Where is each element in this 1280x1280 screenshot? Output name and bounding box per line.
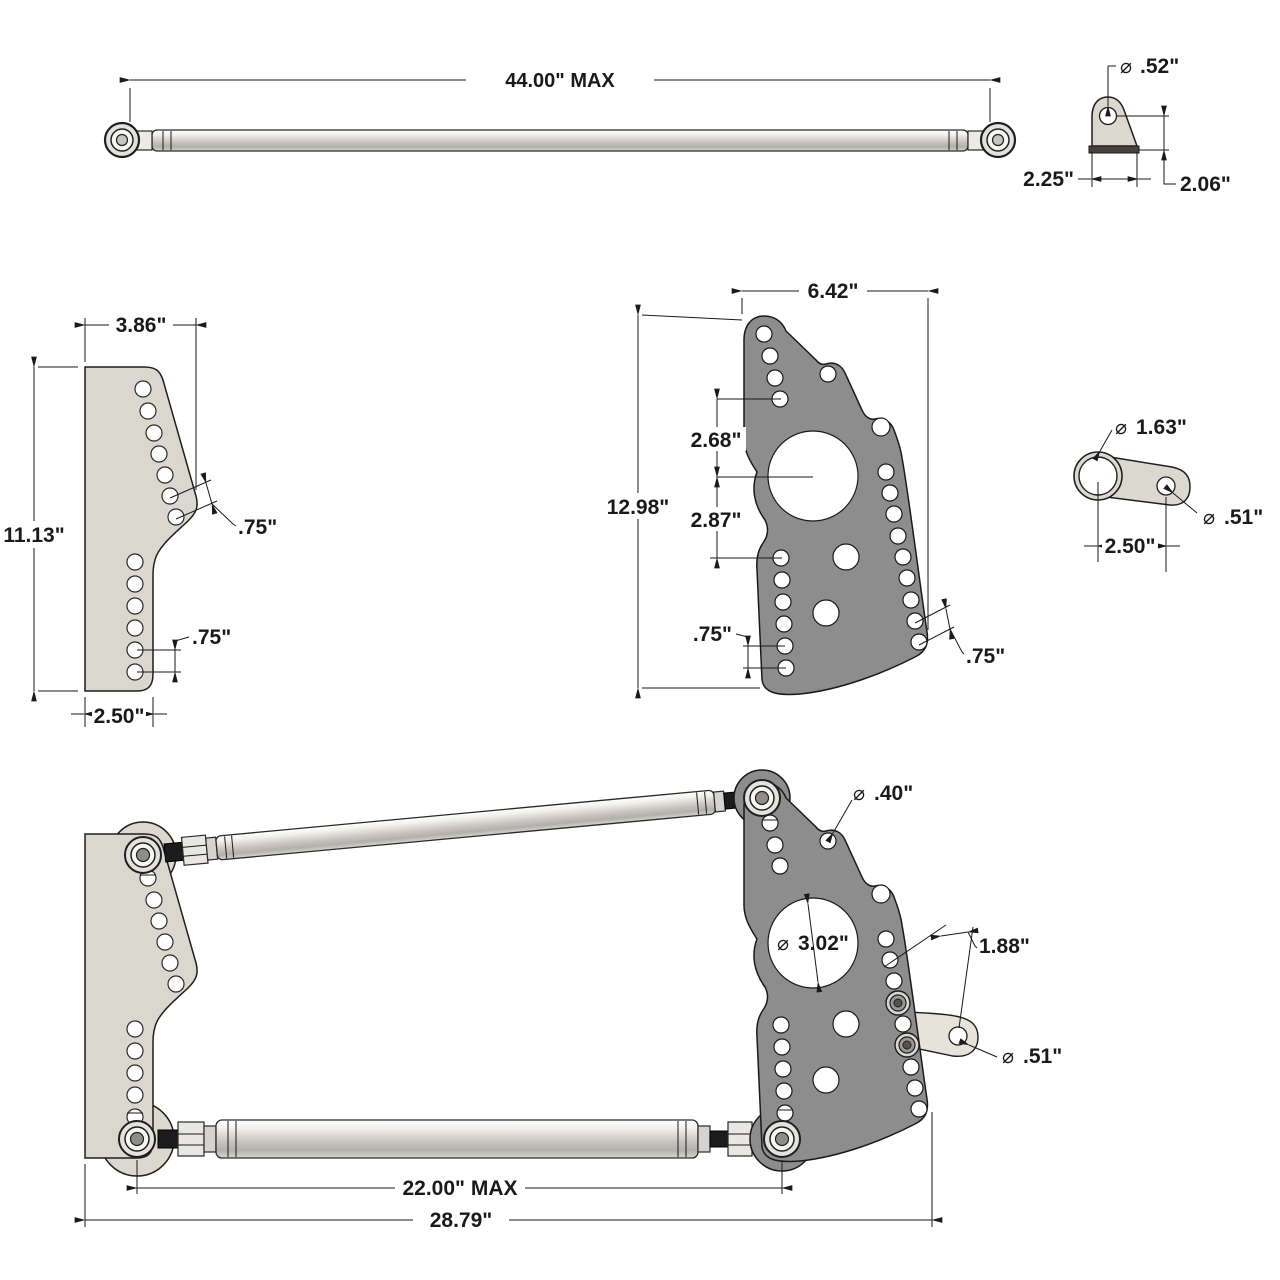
dim-upper-hole-dia: .40" bbox=[874, 782, 913, 805]
dim-vert-hole-spacing: .75" bbox=[192, 626, 231, 649]
dim-tab-width: 2.25" bbox=[1023, 168, 1074, 191]
dia-symbol: ⌀ bbox=[777, 933, 789, 955]
rod-end-bearing bbox=[743, 779, 781, 817]
dim-shock-plate-base: 2.50" bbox=[94, 705, 145, 728]
bracket-bolt-upper bbox=[885, 990, 911, 1016]
housing-plate bbox=[743, 315, 929, 696]
rod-end-bearing bbox=[124, 836, 162, 874]
upper-link-bar bbox=[163, 789, 758, 866]
bracket-tab-hole bbox=[948, 1026, 968, 1046]
dim-bracket-offset: 1.88" bbox=[979, 935, 1030, 958]
dim-clamp-center-distance: 2.50" bbox=[1105, 535, 1156, 558]
dia-symbol: ⌀ bbox=[853, 783, 865, 805]
dim-rod-length: 44.00" MAX bbox=[505, 70, 615, 92]
mount-tab-base bbox=[1088, 145, 1140, 154]
dim-shock-plate-height: 11.13" bbox=[3, 524, 64, 547]
dia-symbol: ⌀ bbox=[1002, 1046, 1014, 1068]
clamp-hole bbox=[1156, 476, 1176, 496]
dim-clamp-hole-dia: .51" bbox=[1224, 506, 1263, 529]
view-shock-plate: 3.86" 11.13" .75" .75" 2.50" bbox=[1, 311, 277, 728]
dim-housing-height: 12.98" bbox=[607, 496, 670, 519]
view-tie-rod: 44.00" MAX bbox=[103, 66, 1017, 159]
dim-tab-hole-dia: .52" bbox=[1140, 55, 1179, 78]
dia-symbol: ⌀ bbox=[1115, 417, 1127, 439]
lower-link-bar bbox=[157, 1119, 767, 1159]
dim-left-hole-spacing: .75" bbox=[693, 623, 732, 646]
rod-end-bearing bbox=[118, 1120, 156, 1158]
bracket-bolt-lower bbox=[894, 1032, 920, 1058]
view-axle-clamp: ⌀ 1.63" 2.50" ⌀ .51" bbox=[1073, 416, 1263, 572]
dia-symbol: ⌀ bbox=[1203, 507, 1215, 529]
dim-upper-hole-offset: 2.68" bbox=[691, 429, 742, 452]
dim-label-backing bbox=[466, 66, 654, 93]
dim-diag-hole-spacing: .75" bbox=[238, 516, 277, 539]
dim-right-hole-spacing: .75" bbox=[966, 645, 1005, 668]
dim-overall-length: 28.79" bbox=[430, 1209, 493, 1232]
dim-lower-bar-length: 22.00" MAX bbox=[402, 1177, 517, 1200]
dim-tab-height: 2.06" bbox=[1180, 173, 1231, 196]
dia-symbol: ⌀ bbox=[1120, 56, 1132, 78]
mount-tab-hole bbox=[1098, 106, 1118, 126]
assembly-shock-plate bbox=[84, 833, 198, 1159]
tie-rod-tube bbox=[151, 129, 969, 152]
dim-clamp-tube-dia: 1.63" bbox=[1136, 416, 1187, 439]
shock-plate bbox=[84, 366, 198, 692]
assembly-housing-plate bbox=[743, 782, 929, 1163]
dim-bracket-hole-dia: .51" bbox=[1023, 1045, 1062, 1068]
dim-shock-plate-width: 3.86" bbox=[116, 314, 167, 337]
view-mount-tab: ⌀ .52" 2.25" 2.06" bbox=[1023, 55, 1231, 196]
rod-end-bearing bbox=[763, 1120, 801, 1158]
dim-housing-width: 6.42" bbox=[808, 280, 859, 303]
view-assembly: ⌀ .40" ⌀ 3.02" 1.88" ⌀ .51" 22.00" MAX 2… bbox=[74, 769, 1062, 1232]
view-housing-plate: 6.42" 12.98" 2.68" 2.87" .75" .75" bbox=[602, 278, 1005, 699]
dim-lower-hole-offset: 2.87" bbox=[691, 509, 742, 532]
rod-end-left bbox=[103, 121, 141, 159]
dim-center-hole-dia: 3.02" bbox=[798, 932, 849, 955]
rod-end-right bbox=[979, 121, 1017, 159]
